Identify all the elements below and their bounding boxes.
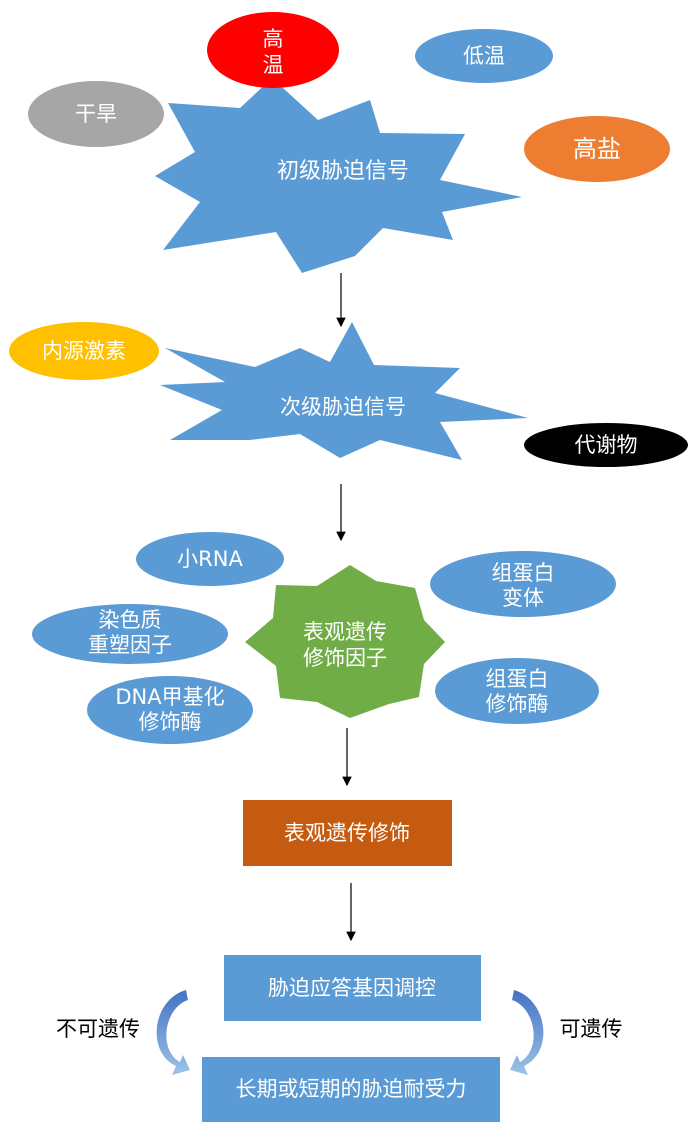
metabolite-label: 代谢物 <box>575 433 638 457</box>
high-temp-line2: 温 <box>263 53 284 77</box>
primary-signal-burst <box>155 78 522 273</box>
histone-modifier-line2: 修饰酶 <box>486 692 549 716</box>
epigenetic-modifier-line1: 表观遗传 <box>303 620 387 644</box>
metabolite-node: 代谢物 <box>524 423 688 467</box>
histone-variant-node: 组蛋白 变体 <box>430 551 616 617</box>
dna-methylation-line2: 修饰酶 <box>139 710 202 734</box>
stress-tolerance-label: 长期或短期的胁迫耐受力 <box>236 1077 467 1101</box>
gene-regulation-box <box>224 955 481 1021</box>
dna-methylation-node: DNA甲基化 修饰酶 <box>87 676 253 744</box>
high-salt-label: 高盐 <box>573 135 621 163</box>
histone-variant-line1: 组蛋白 <box>492 561 555 585</box>
epigenetic-modifier-line2: 修饰因子 <box>303 646 387 670</box>
histone-modifier-node: 组蛋白 修饰酶 <box>435 658 599 724</box>
high-temp-line1: 高 <box>263 27 284 51</box>
dna-methylation-line1: DNA甲基化 <box>115 685 224 709</box>
epigenetic-modification-box <box>243 800 452 866</box>
drought-node: 干旱 <box>28 81 164 147</box>
non-heritable-curved-arrow <box>156 990 190 1075</box>
drought-label: 干旱 <box>75 102 117 126</box>
hormone-label: 内源激素 <box>42 339 126 363</box>
heritable-label: 可遗传 <box>560 1017 623 1041</box>
high-salt-node: 高盐 <box>524 116 670 182</box>
hormone-node: 内源激素 <box>9 322 159 380</box>
chromatin-remodeler-node: 染色质 重塑因子 <box>32 604 228 664</box>
non-heritable-label: 不可遗传 <box>56 1017 140 1041</box>
chromatin-remodeler-line2: 重塑因子 <box>88 633 172 657</box>
high-temp-node: 高 温 <box>207 12 339 88</box>
primary-signal-label: 初级胁迫信号 <box>277 159 409 184</box>
stress-tolerance-box <box>202 1057 500 1122</box>
histone-modifier-line1: 组蛋白 <box>486 667 549 691</box>
low-temp-label: 低温 <box>463 44 505 68</box>
secondary-signal-label: 次级胁迫信号 <box>280 395 406 419</box>
small-rna-label: 小RNA <box>177 547 243 571</box>
epigenetic-modification-label: 表观遗传修饰 <box>284 821 410 845</box>
histone-variant-line2: 变体 <box>502 586 544 610</box>
low-temp-node: 低温 <box>415 29 553 83</box>
small-rna-node: 小RNA <box>136 532 284 586</box>
epigenetic-modifier-star <box>245 565 445 718</box>
chromatin-remodeler-line1: 染色质 <box>99 608 162 632</box>
heritable-curved-arrow <box>510 990 544 1075</box>
secondary-signal-burst <box>160 322 528 460</box>
gene-regulation-label: 胁迫应答基因调控 <box>268 976 436 1000</box>
